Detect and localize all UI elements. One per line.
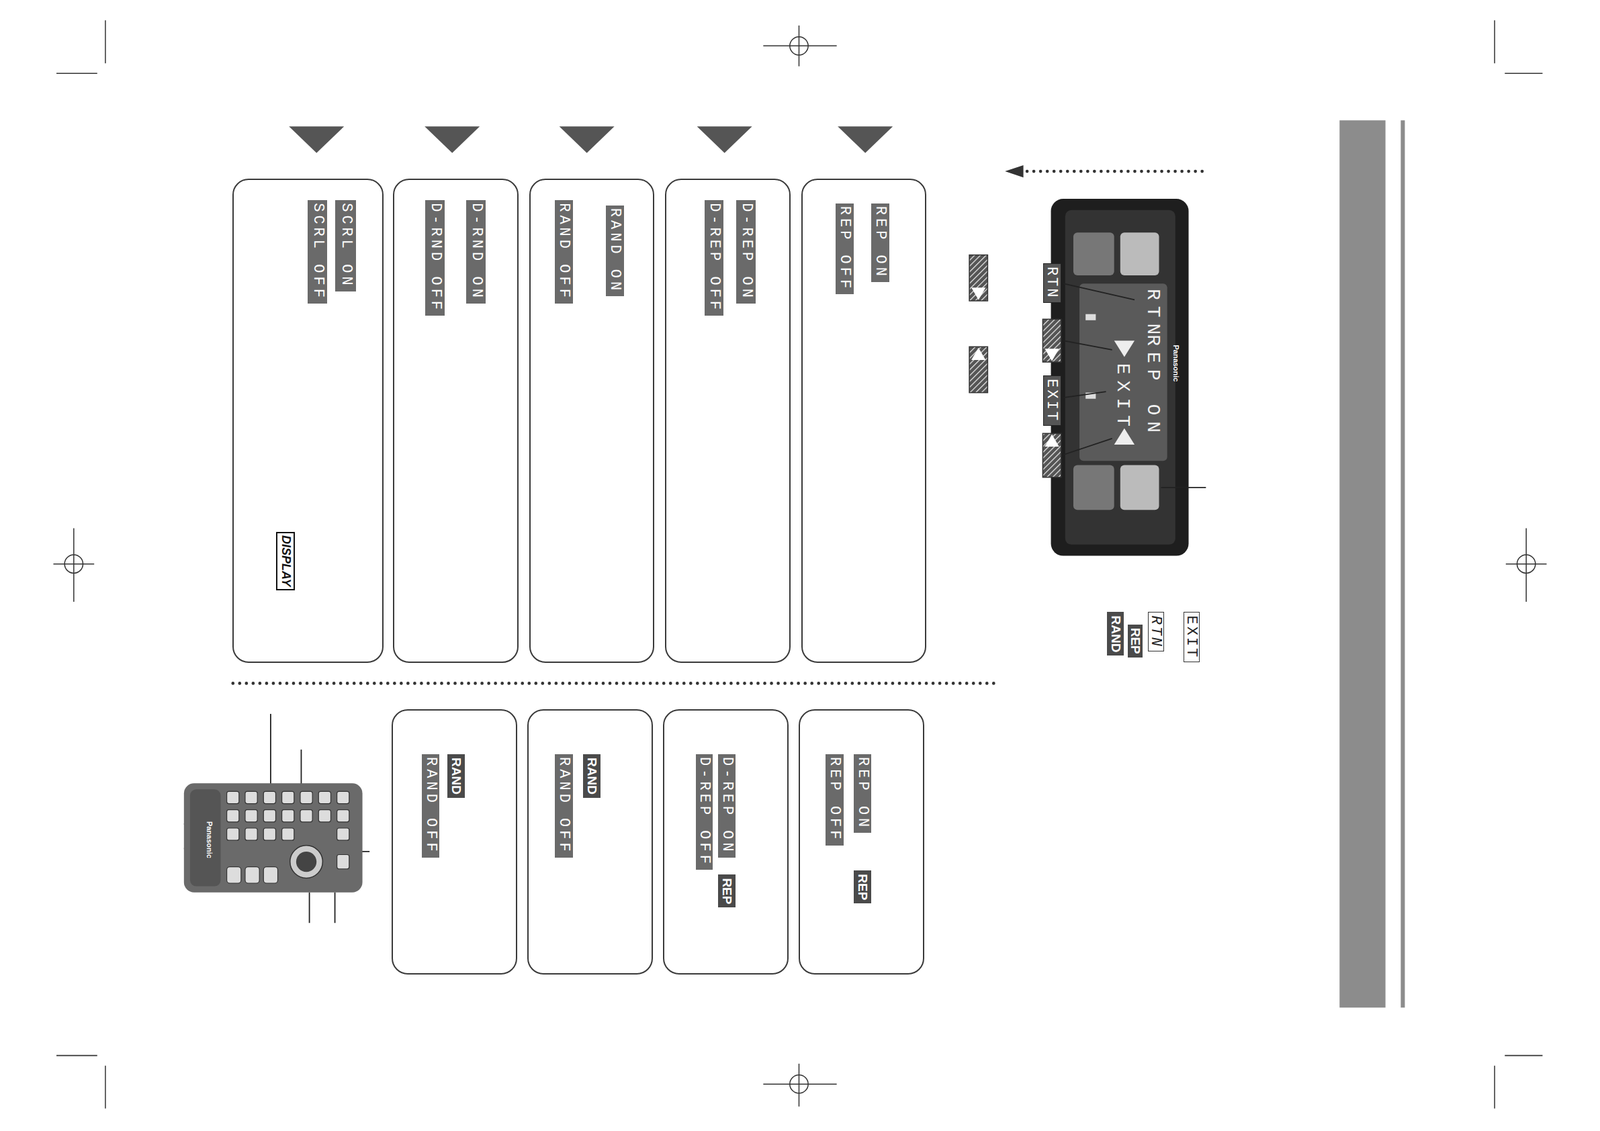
lcd-readout: D-REP ON: [736, 200, 756, 304]
lcd-readout: D-RND OFF: [425, 200, 445, 316]
key-label: EXIT: [1183, 611, 1200, 663]
lcd-readout: RTN: [1141, 288, 1165, 341]
step-box: RAND RAND OFF: [391, 709, 518, 975]
lcd-readout: REP ON: [853, 754, 872, 833]
callout-label: EXIT: [1043, 375, 1062, 426]
lcd-readout: SCRL OFF: [307, 200, 328, 304]
key-label: REP: [1127, 624, 1144, 658]
step-box: RAND ON RAND OFF: [529, 178, 654, 664]
header-band: [1339, 120, 1386, 1008]
callout-label: RTN: [1043, 263, 1062, 303]
lcd-readout: REP OFF: [825, 754, 844, 846]
lcd-readout: RAND OFF: [554, 754, 573, 858]
dotted-separator: [233, 681, 1001, 686]
crop-marks: [53, 20, 1547, 1109]
dotted-arrow: [1004, 165, 1206, 178]
lcd-readout: EXIT: [1110, 363, 1135, 433]
step-triangles: [288, 126, 893, 153]
lcd-readout: D-REP OFF: [704, 200, 723, 316]
lcd-readout: D-REP ON: [718, 754, 736, 858]
lcd-readout: REP ON: [871, 203, 890, 283]
step-box: RAND RAND OFF: [527, 709, 653, 975]
brand-logo: Panasonic: [1170, 344, 1181, 382]
button-label: REP: [853, 870, 872, 904]
step-box: D-RND ON D-RND OFF: [392, 178, 519, 664]
header-rule: [1400, 120, 1405, 1008]
lcd-readout: D-REP OFF: [695, 754, 714, 870]
step-box: D-REP OND-REP OFFREP: [662, 709, 789, 975]
button-label: REP: [718, 874, 736, 908]
key-label: RTN: [1147, 611, 1165, 652]
lcd-readout: SCRL ON: [335, 200, 356, 291]
lcd-readout: REP OFF: [835, 203, 854, 295]
key-label: RAND: [1106, 611, 1124, 656]
step-box: REP ON REP OFF REP: [799, 709, 925, 975]
lcd-readout: RAND ON: [605, 205, 625, 297]
button-label: RAND: [447, 754, 465, 798]
step-box: REP ON REP OFF: [801, 178, 927, 664]
lcd-readout: RAND OFF: [421, 754, 440, 858]
lcd-readout: REP ON: [1141, 334, 1165, 439]
remote-illustration: [184, 783, 363, 893]
faceplate-illustration: [1051, 198, 1189, 556]
step-box: SCRL ON SCRL OFF DISPLAY: [232, 178, 384, 664]
button-label: RAND: [583, 754, 601, 798]
striped-arrow-icons: [969, 255, 1062, 478]
lcd-readout: D-RND ON: [466, 200, 486, 304]
lcd-readout: RAND OFF: [554, 200, 573, 304]
brand-logo: Panasonic: [204, 821, 215, 859]
display-button-label: DISPLAY: [276, 531, 295, 591]
step-box: D-REP ON D-REP OFF: [664, 178, 791, 664]
